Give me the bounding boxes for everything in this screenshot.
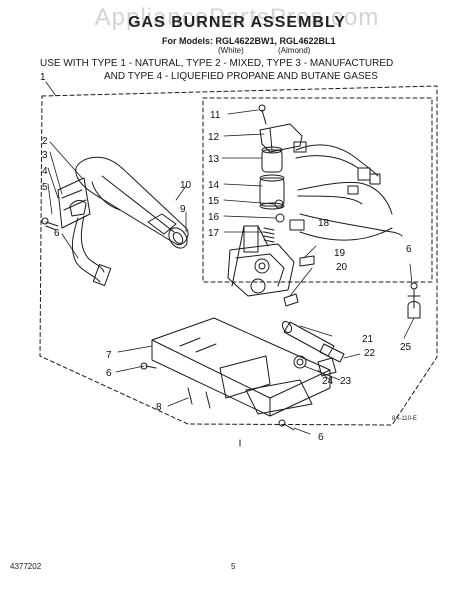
leader-lines <box>45 81 415 435</box>
gas-valve <box>227 225 295 297</box>
callout-16: 16 <box>208 212 220 223</box>
callout-13: 13 <box>208 154 220 165</box>
callout-17: 17 <box>208 228 220 239</box>
callout-12: 12 <box>208 132 220 143</box>
gas-pipe <box>281 320 345 363</box>
screw-11-head <box>258 104 266 112</box>
spring-15 <box>274 199 284 209</box>
callout-6-lower: 6 <box>106 368 112 379</box>
union-23 <box>317 357 337 377</box>
callout-6-right: 6 <box>406 244 412 255</box>
screw-bottom <box>283 423 295 431</box>
usage-line-1: USE WITH TYPE 1 - NATURAL, TYPE 2 - MIXE… <box>40 58 394 69</box>
fitting-19 <box>299 255 315 267</box>
callout-6-left: 6 <box>54 228 60 239</box>
screw-11 <box>261 109 267 125</box>
igniter-wire-2 <box>80 215 105 273</box>
screw-bottom-head <box>278 419 286 427</box>
callout-1: 1 <box>40 72 46 83</box>
callout-5: 5 <box>42 182 48 193</box>
callout-22: 22 <box>364 348 376 359</box>
callout-11: 11 <box>210 110 221 121</box>
watermark: AppliancePartsPros.com <box>94 4 380 31</box>
nut-24 <box>293 355 307 369</box>
valve-coils <box>259 146 285 210</box>
callout-3: 3 <box>42 150 48 161</box>
callout-8: 8 <box>156 402 162 413</box>
callout-2: 2 <box>42 136 48 147</box>
burner-tube <box>75 156 189 249</box>
callout-9: 9 <box>180 204 186 215</box>
igniter-wire <box>71 217 101 283</box>
callout-7: 7 <box>106 350 112 361</box>
document-number: 4377202 <box>10 562 42 571</box>
callout-6-bottom: 6 <box>318 432 324 443</box>
callout-18: 18 <box>318 218 330 229</box>
callout-21: 21 <box>362 334 374 345</box>
screw-6-head <box>140 362 148 370</box>
callout-15: 15 <box>208 196 220 207</box>
page-number: 5 <box>231 562 236 571</box>
callout-25: 25 <box>400 342 412 353</box>
callout-23: 23 <box>340 376 352 387</box>
variant-almond: (Almond) <box>278 46 311 55</box>
callout-4: 4 <box>42 166 48 177</box>
callout-14: 14 <box>208 180 220 191</box>
igniter-bracket <box>57 177 91 229</box>
screw-left <box>41 217 59 231</box>
clamp-25 <box>407 282 421 319</box>
callout-19: 19 <box>334 248 346 259</box>
assembly-boundary <box>39 85 438 426</box>
callout-20: 20 <box>336 262 348 273</box>
callout-10: 10 <box>180 180 192 191</box>
screw-6 <box>145 365 157 369</box>
access-cover <box>219 355 313 415</box>
variant-white: (White) <box>218 46 244 55</box>
coil-bracket <box>259 123 303 153</box>
valve-subassembly-boundary <box>202 97 433 283</box>
page-title: GAS BURNER ASSEMBLY <box>128 14 346 31</box>
screw-8 <box>187 387 193 405</box>
callout-24: 24 <box>322 376 334 387</box>
screw-8b <box>205 391 211 409</box>
igniter-connector <box>92 263 112 287</box>
spring-17 <box>263 227 275 243</box>
wiring-harness <box>289 141 403 241</box>
spring-16 <box>275 213 285 223</box>
diagram-reference: 8A-110-E <box>392 416 417 422</box>
usage-line-2: AND TYPE 4 - LIQUEFIED PROPANE AND BUTAN… <box>104 71 378 82</box>
fitting-20 <box>283 293 299 307</box>
models-line: For Models: RGL4622BW1, RGL4622BL1 <box>162 36 336 46</box>
nut-24-hole <box>296 358 304 366</box>
